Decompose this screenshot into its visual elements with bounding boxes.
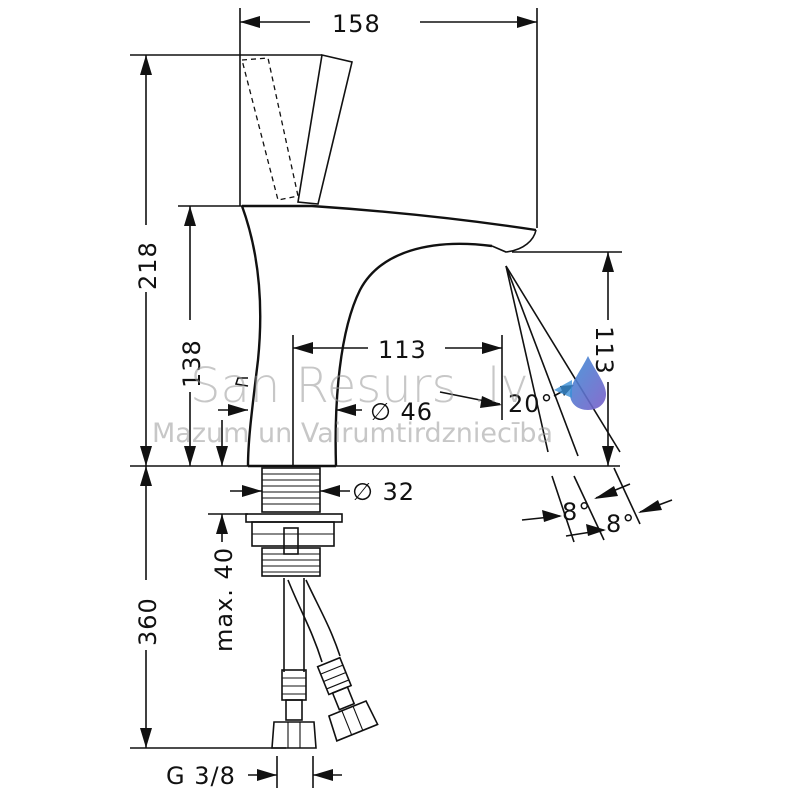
mounting-assembly bbox=[245, 467, 343, 577]
dim-reach: 113 bbox=[378, 336, 427, 364]
nut-left bbox=[271, 721, 317, 749]
spout-tip bbox=[491, 229, 537, 253]
spray-line-right bbox=[505, 265, 621, 453]
watermark-title: San Resurs .lv bbox=[190, 358, 529, 414]
dim-shank-diameter: ∅ 32 bbox=[352, 478, 415, 506]
spout-underside bbox=[334, 242, 493, 467]
dim-spout-height: 113 bbox=[590, 326, 618, 375]
hose-right-line2 bbox=[305, 579, 341, 657]
dim-width-top: 158 bbox=[332, 10, 381, 38]
threaded-shank bbox=[261, 467, 321, 513]
dim-angle-right: 8° bbox=[606, 510, 635, 538]
spout-top bbox=[242, 204, 537, 232]
hose-right-line1 bbox=[287, 579, 323, 663]
spray-line-left bbox=[505, 265, 549, 453]
nut-right bbox=[327, 700, 379, 742]
dim-height-body: 138 bbox=[178, 339, 206, 388]
lever-handle-dashed bbox=[241, 57, 299, 201]
watermark: San Resurs .lv Mazum un Vairumtirdzniecī… bbox=[152, 356, 606, 449]
dim-spray-angle: 20° bbox=[508, 390, 554, 418]
spray-cone bbox=[505, 265, 621, 457]
fixing-screw bbox=[283, 527, 299, 555]
spray-line-mid bbox=[505, 265, 579, 457]
lower-shank bbox=[261, 547, 321, 577]
dim-thread: G 3/8 bbox=[166, 762, 236, 790]
fitting-left bbox=[281, 669, 307, 701]
dim-base-diameter: ∅ 46 bbox=[370, 398, 433, 426]
body-left-outline bbox=[240, 205, 262, 467]
supply-hoses bbox=[271, 578, 379, 749]
lever-handle bbox=[297, 54, 353, 205]
dim-height-total: 218 bbox=[134, 241, 162, 290]
dim-angle-left: 8° bbox=[562, 498, 591, 526]
fitting-right bbox=[316, 656, 353, 696]
dimension-lines bbox=[130, 8, 673, 788]
watermark-subtitle: Mazum un Vairumtirdzniecība bbox=[152, 418, 553, 449]
dim-hose-length: 360 bbox=[134, 597, 162, 646]
popup-knob bbox=[234, 377, 249, 387]
dim-max-thickness: max. 40 bbox=[210, 547, 238, 652]
water-drop-icon bbox=[554, 356, 606, 410]
washer-plate bbox=[245, 513, 343, 523]
thread-lines bbox=[262, 473, 320, 505]
dimension-labels: 158 218 138 113 113 ∅ 46 ∅ 32 20° 8° 8° … bbox=[134, 10, 635, 790]
